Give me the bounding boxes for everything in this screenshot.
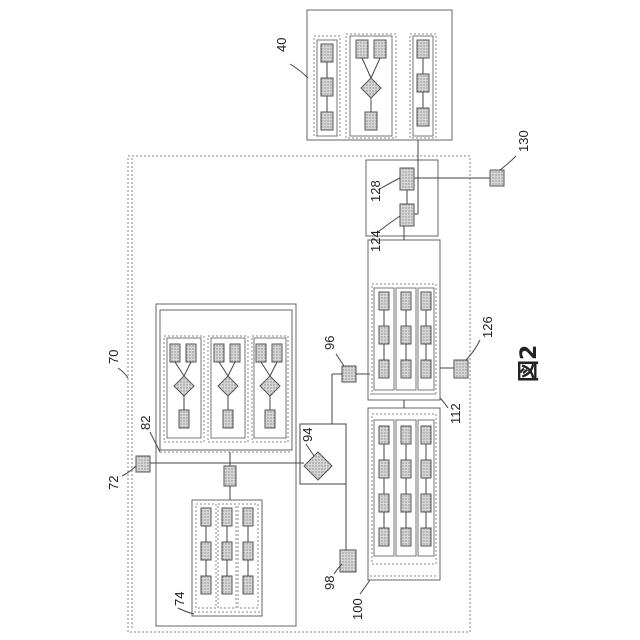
figure-label: 図2: [517, 345, 542, 382]
leader-72: [122, 466, 136, 476]
unit-100: [368, 408, 440, 580]
node-126: [454, 360, 468, 378]
leader-126: [466, 340, 480, 360]
module-40: [307, 10, 452, 140]
ref-label-74: 74: [172, 592, 187, 606]
unit-112: [368, 240, 440, 408]
ref-label-100: 100: [350, 598, 365, 620]
ref-label-70: 70: [106, 350, 121, 364]
leader-130: [500, 156, 516, 170]
leader-112: [440, 398, 448, 408]
node-96: [342, 366, 356, 382]
ref-label-72: 72: [106, 476, 121, 490]
unit-74: [192, 500, 262, 616]
ref-label-98: 98: [322, 576, 337, 590]
connector-72: [136, 456, 150, 472]
leader-82: [150, 432, 160, 452]
leader-124: [378, 216, 400, 232]
unit-82: [160, 310, 292, 452]
ref-label-126: 126: [480, 316, 495, 338]
ref-label-82: 82: [138, 416, 153, 430]
ref-label-130: 130: [516, 130, 531, 152]
leader-96: [336, 354, 344, 366]
ref-label-124: 124: [368, 230, 383, 252]
leader-70: [118, 368, 128, 378]
leader-94: [306, 444, 314, 456]
ref-label-128: 128: [368, 180, 383, 202]
node-128: [400, 168, 414, 190]
node-130: [490, 170, 504, 186]
ref-label-112: 112: [448, 403, 463, 424]
ref-label-40: 40: [274, 38, 289, 52]
node-124: [400, 204, 414, 226]
leader-100: [360, 580, 370, 594]
link-unit: [224, 466, 236, 486]
ref-label-96: 96: [322, 336, 337, 350]
ref-label-94: 94: [300, 428, 315, 442]
node-98: [340, 550, 356, 572]
leader-40: [290, 64, 308, 78]
